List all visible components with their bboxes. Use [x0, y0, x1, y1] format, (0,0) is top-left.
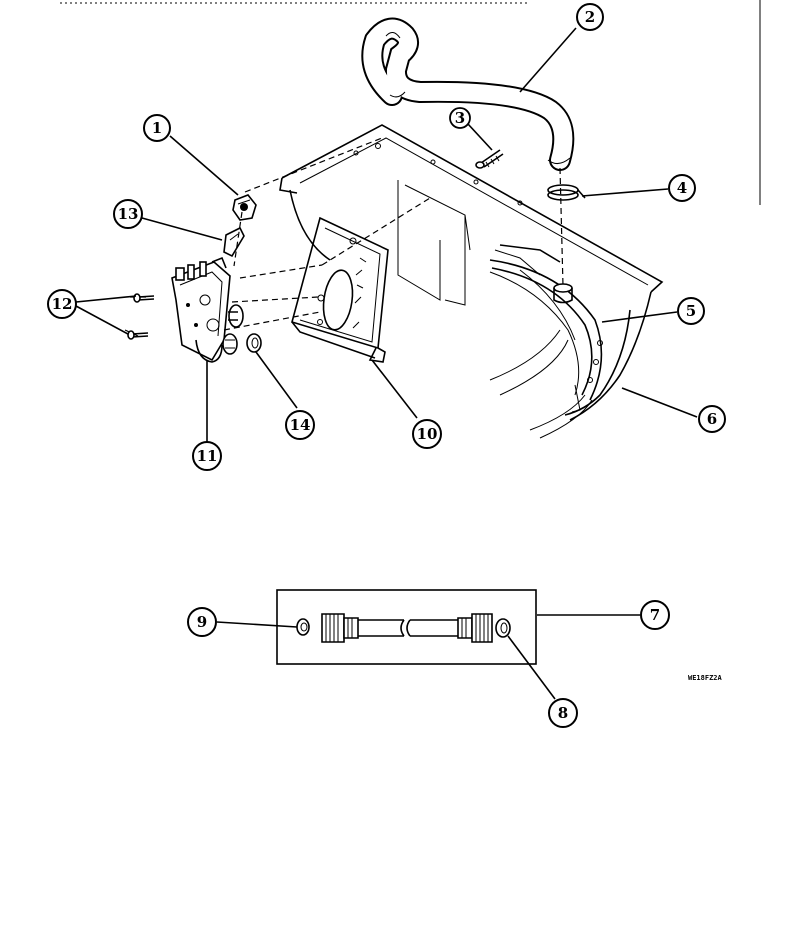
callout-label: 7: [650, 606, 660, 624]
callout-7: 7: [640, 600, 670, 630]
screw-part-3: [475, 149, 504, 169]
hose-assembly-inset: [276, 589, 537, 665]
callout-label: 3: [455, 109, 465, 127]
fill-hose: [361, 17, 575, 171]
callout-12: 12: [47, 289, 77, 319]
callout-5: 5: [677, 297, 705, 325]
leader-dash: [231, 296, 319, 303]
callout-2: 2: [576, 3, 604, 31]
callout-label: 12: [52, 295, 73, 313]
figure-code: WE18FZ2A: [688, 674, 723, 682]
leader-dash: [124, 329, 139, 337]
leader-lines: [75, 27, 698, 700]
water-valve: [171, 256, 244, 363]
inset-frame: [276, 589, 537, 665]
leader-dash: [244, 137, 383, 193]
callout-label: 1: [152, 119, 162, 137]
callout-label: 8: [558, 704, 568, 722]
leader-dash: [321, 197, 431, 266]
callout-label: 14: [290, 416, 311, 434]
callout-label: 11: [197, 447, 218, 465]
callout-11: 11: [192, 441, 222, 471]
callout-label: 4: [677, 179, 687, 197]
callout-3: 3: [449, 107, 471, 129]
callout-label: 5: [686, 302, 696, 320]
callout-10: 10: [412, 419, 442, 449]
hose-clamp: [547, 184, 586, 201]
callout-label: 6: [707, 410, 717, 428]
retainer-part-1: [232, 194, 257, 221]
callout-6: 6: [698, 405, 726, 433]
callout-label: 13: [118, 205, 139, 223]
washer-part-14: [246, 333, 262, 353]
callout-9: 9: [187, 607, 217, 637]
leader-dash: [223, 311, 321, 331]
callout-1: 1: [143, 114, 171, 142]
leader-dash: [239, 264, 323, 279]
callout-label: 2: [585, 8, 595, 26]
callout-8: 8: [548, 698, 578, 728]
callout-label: 10: [417, 425, 438, 443]
callout-4: 4: [668, 174, 696, 202]
leader-dash: [233, 211, 243, 267]
tub-assembly: [279, 124, 664, 439]
mounting-bracket: [291, 216, 389, 363]
callout-13: 13: [113, 199, 143, 229]
callout-14: 14: [285, 410, 315, 440]
clip-part-13: [223, 226, 245, 258]
callout-label: 9: [197, 613, 207, 631]
